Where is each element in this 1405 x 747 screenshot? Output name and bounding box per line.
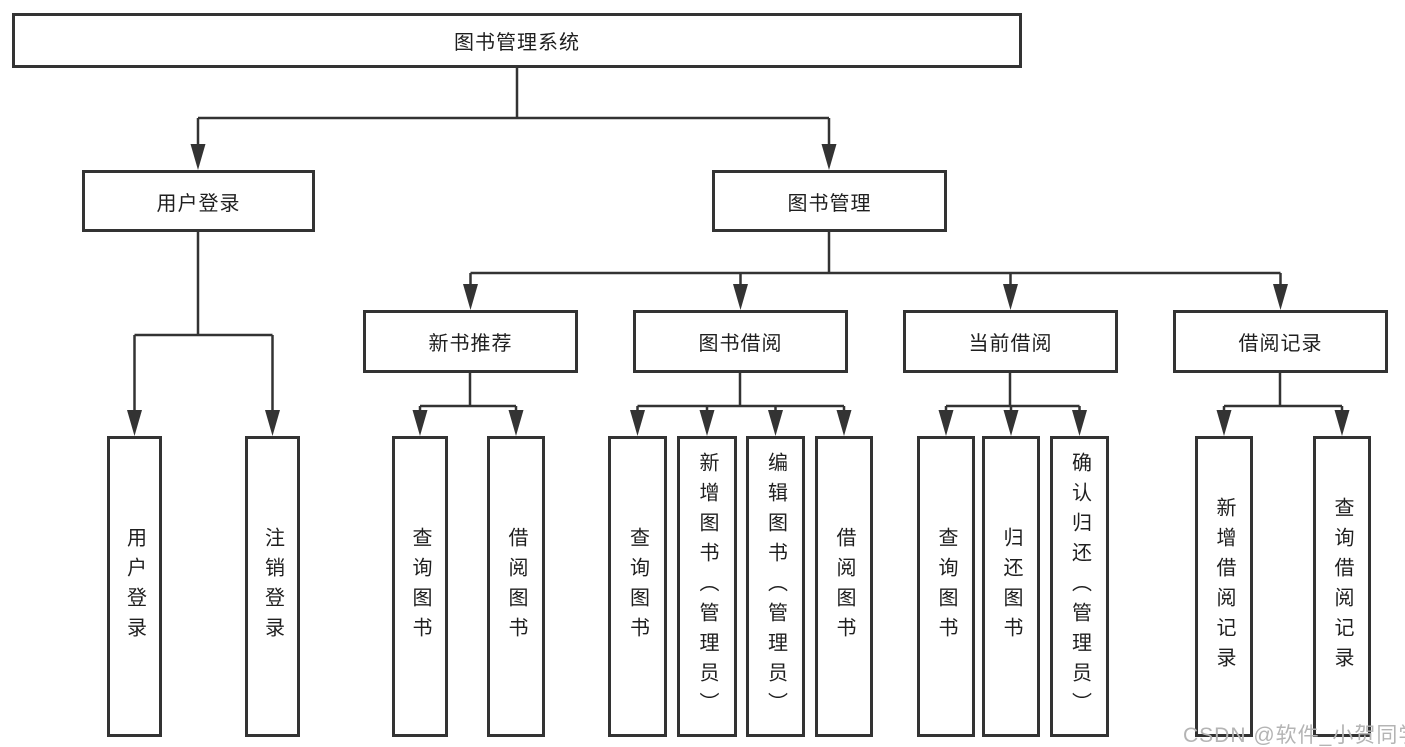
node-label: 借阅记录 — [1238, 333, 1323, 355]
node-label: 新增图书（管理员） — [696, 451, 718, 722]
node-label: 借阅图书 — [833, 526, 855, 647]
node-label: 用户登录 — [156, 192, 241, 215]
node-query-books-borrowing: 查询图书 — [608, 436, 667, 737]
connector-book-management-branch — [469, 232, 1282, 292]
node-return-books: 归还图书 — [982, 436, 1040, 737]
node-label: 注销登录 — [261, 526, 284, 647]
node-borrowing-records: 借阅记录 — [1173, 310, 1388, 373]
node-confirm-return-admin: 确认归还（管理员） — [1050, 436, 1109, 737]
connector-root-to-level2 — [196, 68, 831, 152]
node-query-books-recommend: 查询图书 — [392, 436, 448, 737]
arrowheads — [127, 144, 1350, 436]
node-current-borrowing: 当前借阅 — [903, 310, 1118, 373]
node-label: 确认归还（管理员） — [1068, 451, 1091, 722]
connector-borrowing-records-branch — [1222, 373, 1344, 418]
node-query-books-current: 查询图书 — [917, 436, 975, 737]
node-label: 查询借阅记录 — [1331, 496, 1353, 677]
node-label: 当前借阅 — [968, 333, 1053, 355]
node-label: 图书管理系统 — [454, 32, 580, 54]
connector-user-login-branch — [133, 232, 274, 418]
node-borrow-books-borrowing: 借阅图书 — [815, 436, 873, 737]
node-user-login-action: 用户登录 — [107, 436, 162, 737]
node-logout: 注销登录 — [245, 436, 300, 737]
node-add-book-admin: 新增图书（管理员） — [677, 436, 737, 737]
node-library-management-system: 图书管理系统 — [12, 13, 1022, 68]
node-label: 查询图书 — [626, 526, 649, 647]
connector-book-borrowing-branch — [636, 373, 846, 418]
node-add-borrow-record: 新增借阅记录 — [1195, 436, 1253, 737]
node-borrow-books-recommend: 借阅图书 — [487, 436, 545, 737]
node-new-book-recommendation: 新书推荐 — [363, 310, 578, 373]
node-label: 新增借阅记录 — [1213, 496, 1235, 677]
node-label: 查询图书 — [409, 526, 431, 647]
csdn-watermark: CSDN @软件_小贺同学 — [1183, 724, 1405, 747]
node-label: 用户登录 — [123, 526, 146, 647]
node-edit-book-admin: 编辑图书（管理员） — [746, 436, 805, 737]
node-label: 查询图书 — [935, 526, 957, 647]
node-label: 图书借阅 — [698, 333, 783, 355]
node-user-login: 用户登录 — [82, 170, 315, 232]
node-book-borrowing: 图书借阅 — [633, 310, 848, 373]
node-book-management: 图书管理 — [712, 170, 947, 232]
node-label: 借阅图书 — [505, 526, 527, 647]
node-label: 新书推荐 — [428, 333, 513, 355]
node-label: 图书管理 — [787, 192, 872, 215]
node-query-borrow-record: 查询借阅记录 — [1313, 436, 1371, 737]
connector-new-book-branch — [418, 373, 518, 418]
node-label: 归还图书 — [1000, 526, 1022, 647]
node-label: 编辑图书（管理员） — [764, 451, 787, 722]
